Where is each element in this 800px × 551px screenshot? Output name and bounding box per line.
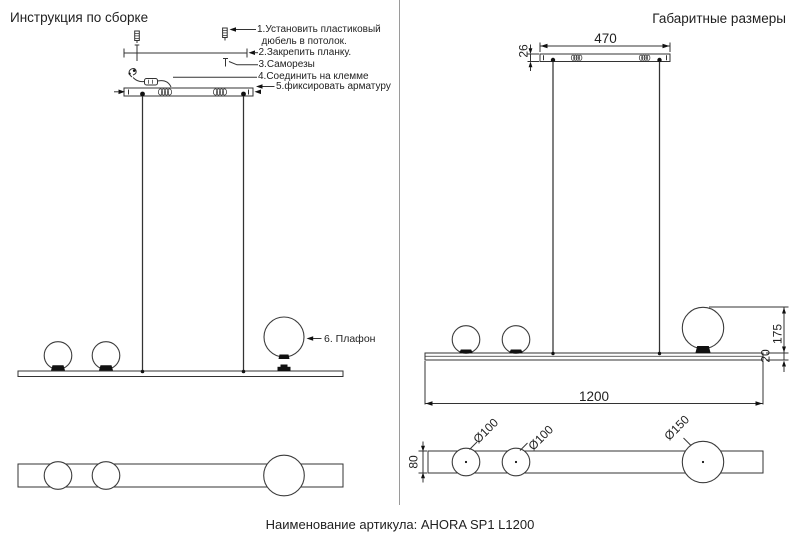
assembly-diagram — [17, 27, 344, 497]
fixture-bar-side-view — [424, 351, 764, 361]
panel-divider — [399, 0, 400, 505]
step-1-label-line2: дюбель в потолок. — [261, 35, 347, 47]
canopy-side-view — [114, 87, 261, 97]
shade-sphere — [43, 341, 73, 371]
spring-coil-icon — [213, 88, 227, 96]
step-4-label: 4.Соединить на клемме — [258, 71, 369, 83]
dimension-1200 — [424, 361, 764, 406]
step-5-label: 5.фиксировать арматуру — [276, 80, 391, 92]
dimension-470 — [539, 42, 671, 52]
suspension-wires — [141, 96, 245, 371]
screw-icon — [223, 58, 228, 67]
step-6-label: 6. Плафон — [324, 332, 376, 345]
callout-6-leader — [306, 336, 322, 341]
dim-canopy-height: 26 — [516, 44, 531, 58]
fixture-bar-bottom-view — [427, 440, 764, 484]
dimension-80 — [418, 441, 427, 483]
left-panel-title: Инструкция по сборке — [10, 10, 149, 25]
spring-coil-icon — [158, 88, 172, 96]
dowel-icon — [222, 27, 228, 41]
dim-shade-drop: 175 — [770, 323, 785, 344]
dimensions-diagram — [418, 42, 789, 484]
canopy-side-view — [539, 53, 671, 63]
suspension-wires — [552, 61, 661, 353]
terminal-icon — [128, 67, 172, 88]
dim-bar-thickness: 20 — [758, 349, 773, 363]
fixture-bar-bottom-view — [17, 454, 344, 497]
dimension-175-20 — [709, 306, 789, 372]
shade-sphere — [501, 325, 531, 354]
right-panel-title: Габаритные размеры — [652, 11, 786, 26]
mounting-bracket — [123, 44, 248, 61]
spring-coil-icon — [570, 54, 583, 61]
step-3-label: 3.Саморезы — [258, 58, 315, 70]
shade-sphere — [91, 341, 121, 371]
dim-canopy-length: 470 — [594, 30, 617, 46]
spring-coil-icon — [638, 54, 651, 61]
step-2-label: 2.Закрепить планку. — [258, 47, 352, 58]
shade-sphere-lifted — [263, 316, 305, 371]
fixture-bar-side-view — [17, 369, 344, 377]
dim-fixture-length: 1200 — [578, 388, 610, 404]
dowel-icon — [134, 30, 140, 43]
shade-sphere — [681, 306, 725, 353]
callout-leaders — [173, 27, 275, 89]
shade-sphere — [451, 325, 481, 354]
dim-bar-width: 80 — [406, 455, 421, 469]
article-caption: Наименование артикула: AHORA SP1 L1200 — [265, 516, 535, 532]
step-1-label-line1: 1.Установить пластиковый — [257, 23, 381, 35]
dimension-26 — [527, 44, 539, 71]
diameter-leaders — [469, 437, 691, 451]
